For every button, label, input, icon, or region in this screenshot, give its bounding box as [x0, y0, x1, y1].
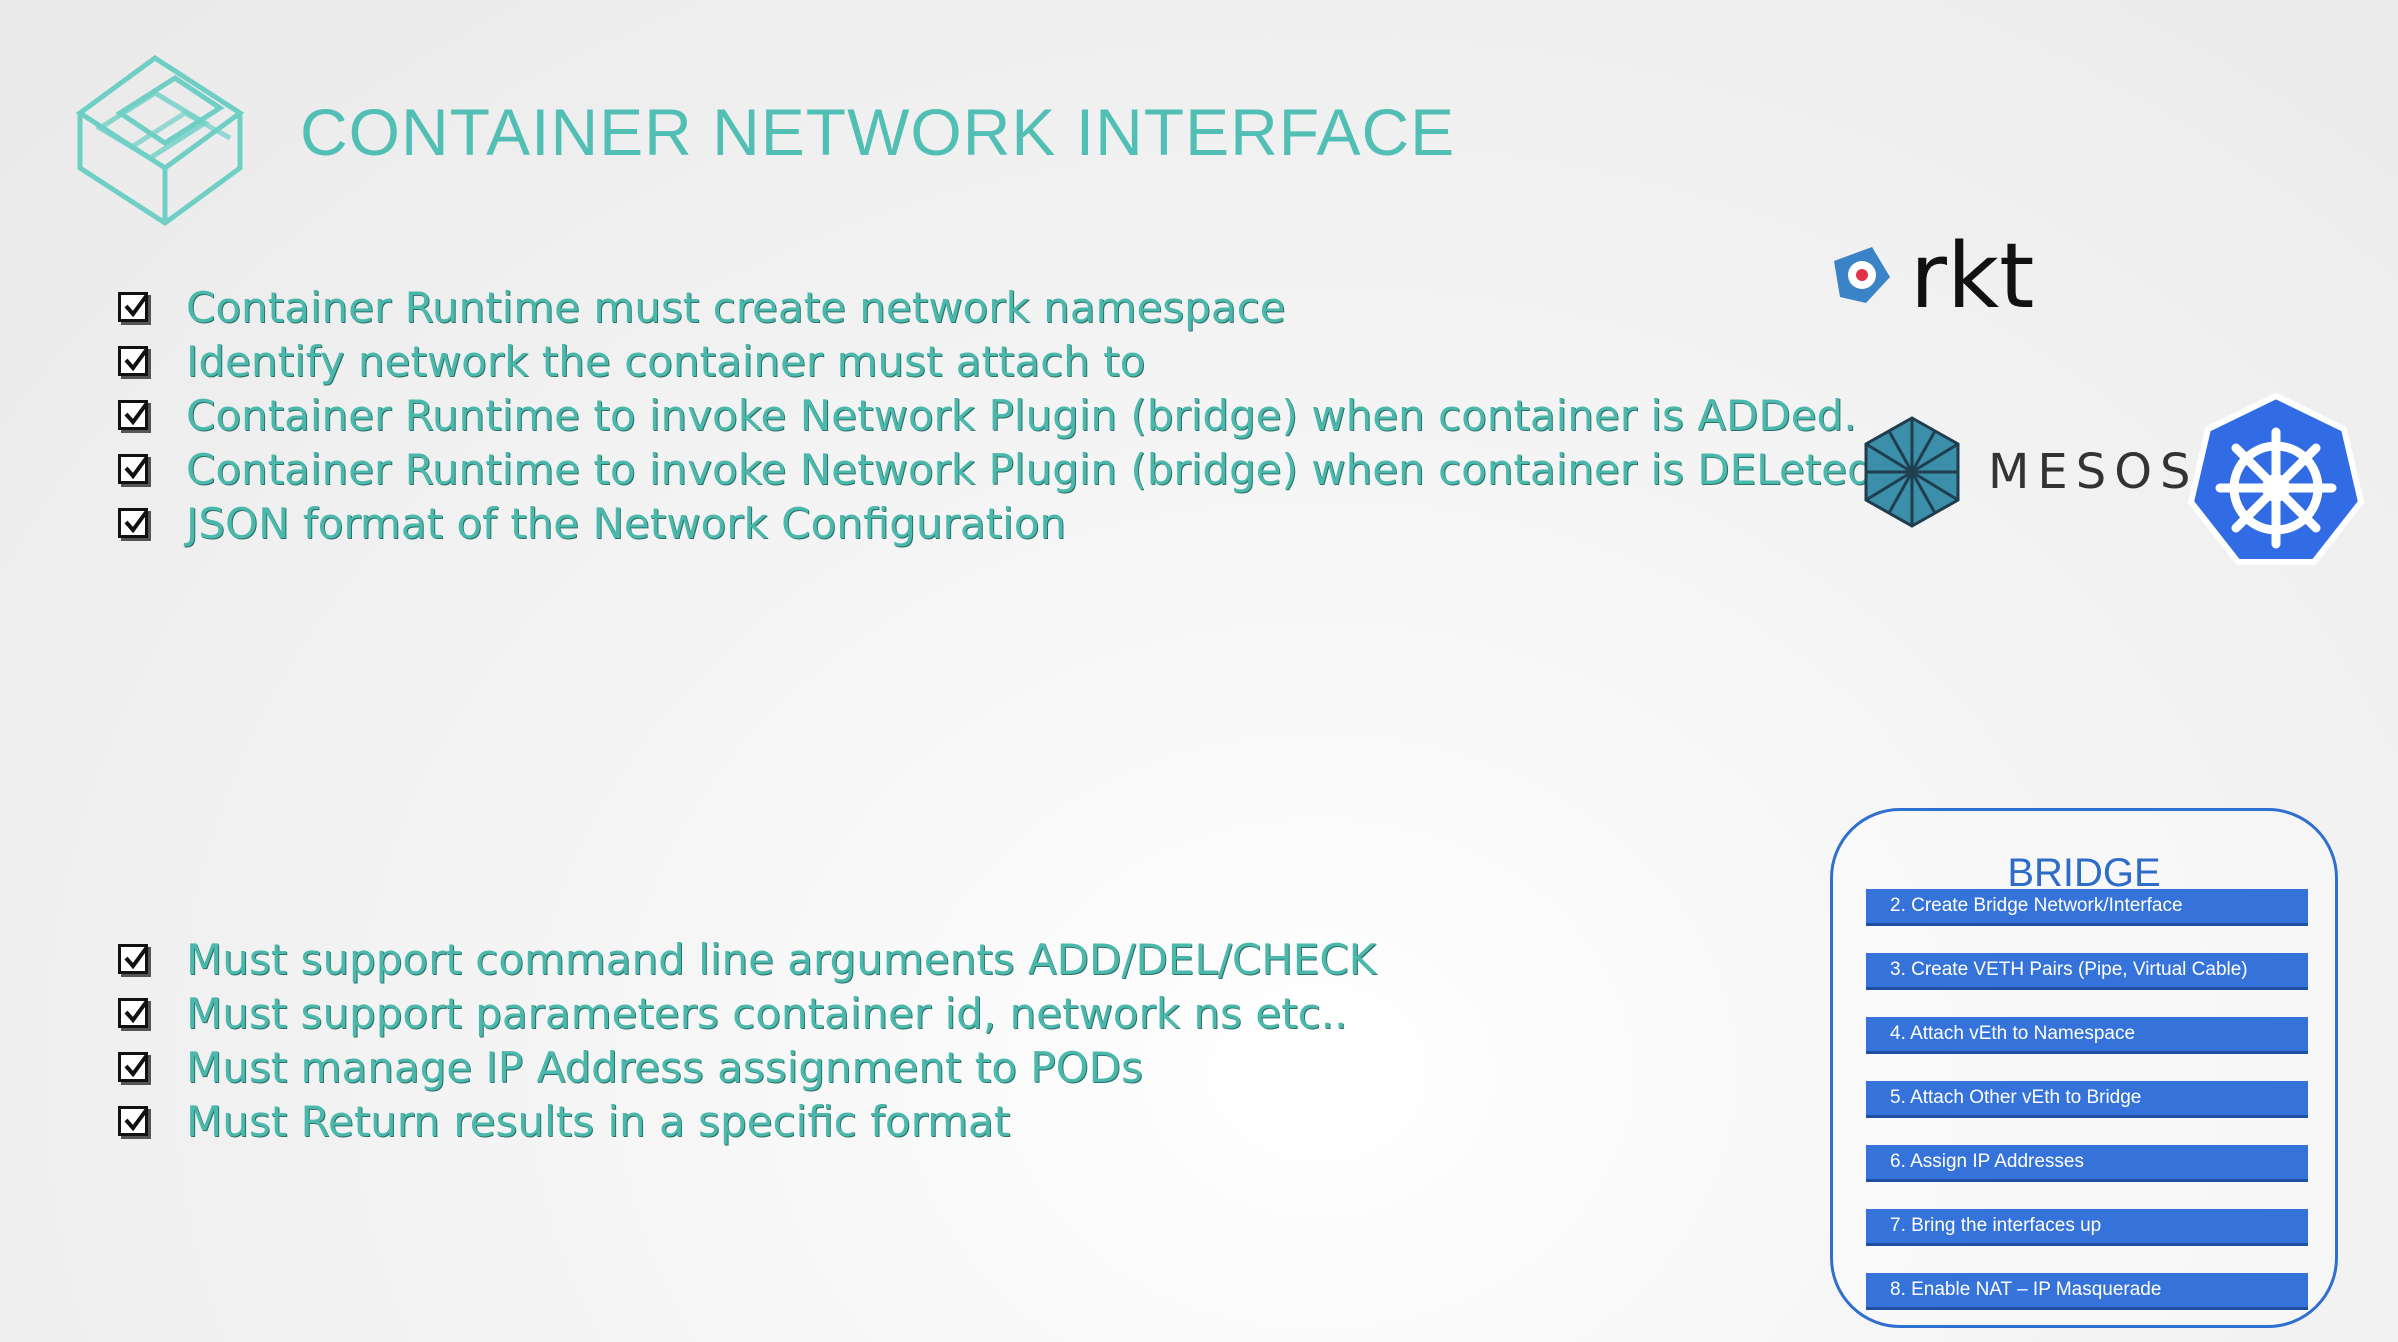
checkbox-icon	[118, 454, 149, 484]
bridge-step: 2. Create Bridge Network/Interface	[1866, 889, 2308, 923]
bridge-step: 7. Bring the interfaces up	[1866, 1209, 2308, 1243]
list-item-text: Identify network the container must atta…	[186, 336, 1146, 386]
bridge-panel: BRIDGE 2. Create Bridge Network/Interfac…	[1830, 808, 2338, 1328]
rkt-logo: rkt	[1826, 232, 2034, 322]
rkt-wordmark: rkt	[1910, 224, 2035, 329]
list-item-text: Must support parameters container id, ne…	[186, 988, 1348, 1038]
cni-logo	[75, 54, 245, 227]
list-item: Container Runtime must create network na…	[118, 280, 1887, 334]
kubernetes-helm-icon	[2187, 392, 2365, 565]
list-item-text: JSON format of the Network Configuration	[186, 498, 1067, 548]
checkbox-icon	[118, 1106, 149, 1136]
list-item-text: Container Runtime to invoke Network Plug…	[186, 444, 1887, 494]
bridge-step: 4. Attach vEth to Namespace	[1866, 1017, 2308, 1051]
list-item: Identify network the container must atta…	[118, 334, 1887, 388]
list-item-text: Must Return results in a specific format	[186, 1096, 1011, 1146]
list-item-text: Container Runtime to invoke Network Plug…	[186, 390, 1857, 440]
checkbox-icon	[118, 508, 149, 538]
mesos-logo: MESOS	[1862, 416, 2198, 528]
checkbox-icon	[118, 400, 149, 430]
rkt-rocket-icon	[1834, 247, 1890, 303]
list-item: Must support parameters container id, ne…	[118, 986, 1376, 1040]
list-item-text: Container Runtime must create network na…	[186, 282, 1286, 332]
list-item: JSON format of the Network Configuration	[118, 496, 1887, 550]
bridge-title: BRIDGE	[2007, 851, 2161, 895]
list-item: Container Runtime to invoke Network Plug…	[118, 388, 1887, 442]
list-item: Must Return results in a specific format	[118, 1094, 1376, 1148]
bridge-step: 8. Enable NAT – IP Masquerade	[1866, 1273, 2308, 1307]
page-title: CONTAINER NETWORK INTERFACE	[300, 95, 1456, 169]
checkbox-icon	[118, 944, 149, 974]
checkbox-icon	[118, 998, 149, 1028]
list-item: Must support command line arguments ADD/…	[118, 932, 1376, 986]
checkbox-icon	[118, 346, 149, 376]
list-item: Must manage IP Address assignment to POD…	[118, 1040, 1376, 1094]
checkbox-icon	[118, 292, 149, 322]
bridge-steps-list: 2. Create Bridge Network/Interface 3. Cr…	[1866, 889, 2308, 1337]
list-item-text: Must support command line arguments ADD/…	[186, 934, 1377, 984]
mesos-wordmark: MESOS	[1988, 444, 2199, 500]
bridge-step: 3. Create VETH Pairs (Pipe, Virtual Cabl…	[1866, 953, 2308, 987]
checkbox-icon	[118, 1052, 149, 1082]
requirements-list: Container Runtime must create network na…	[118, 280, 1887, 550]
list-item-text: Must manage IP Address assignment to POD…	[186, 1042, 1143, 1092]
bridge-step: 5. Attach Other vEth to Bridge	[1866, 1081, 2308, 1115]
mesos-hexagon-icon	[1864, 416, 1960, 528]
plugin-requirements-list: Must support command line arguments ADD/…	[118, 932, 1376, 1148]
list-item: Container Runtime to invoke Network Plug…	[118, 442, 1887, 496]
bridge-step: 6. Assign IP Addresses	[1866, 1145, 2308, 1179]
